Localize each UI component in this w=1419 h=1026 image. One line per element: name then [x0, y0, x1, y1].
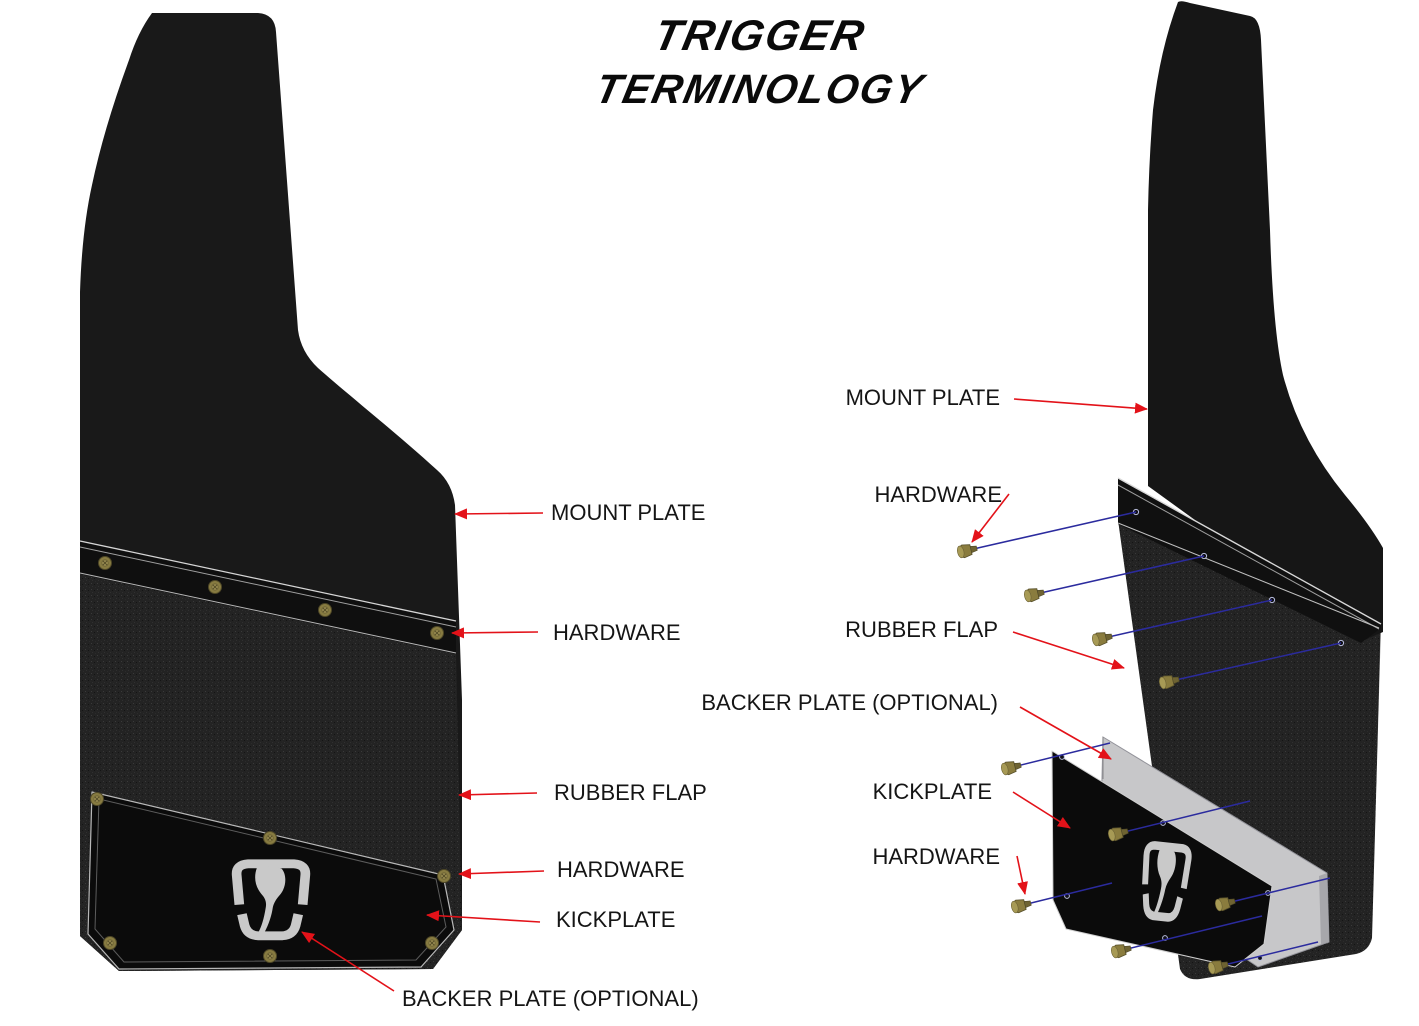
arrow-right-rubber-flap	[1012, 631, 1125, 670]
label-right-mount-plate: MOUNT PLATE	[845, 385, 1000, 410]
bolt-icon	[955, 541, 979, 560]
bolt-icon	[318, 603, 332, 617]
bolt-icon	[98, 556, 112, 570]
arrow-right-hardware-bottom	[1016, 855, 1028, 895]
label-left-kickplate: KICKPLATE	[556, 907, 676, 932]
arrow-left-kickplate	[426, 910, 541, 923]
bolt-icon	[1090, 629, 1114, 648]
bolt-icon	[263, 831, 277, 845]
left-view-assembled-mudflap	[79, 13, 462, 971]
label-left-backer-plate: BACKER PLATE (OPTIONAL)	[402, 986, 699, 1011]
label-left-mount-plate: MOUNT PLATE	[551, 500, 706, 525]
arrow-left-hardware-bottom	[458, 868, 545, 880]
arrow-left-rubber-flap	[458, 789, 538, 801]
left-clamp-strip	[80, 542, 456, 654]
bolt-icon	[1009, 896, 1033, 915]
right-mount-plate	[1148, 1, 1383, 641]
arrow-left-mount-plate	[454, 508, 544, 520]
arrow-right-mount-plate	[1013, 398, 1148, 414]
bolt-icon	[208, 580, 222, 594]
label-right-rubber-flap: RUBBER FLAP	[845, 617, 998, 642]
right-view-exploded-mudflap	[955, 1, 1383, 980]
right-clamp-strip	[1118, 478, 1381, 643]
arrow-left-backer-plate	[301, 931, 395, 992]
label-left-rubber-flap: RUBBER FLAP	[554, 780, 707, 805]
page-title-line2: TERMINOLOGY	[591, 66, 929, 112]
bolt-icon	[90, 792, 104, 806]
bolt-icon	[437, 869, 451, 883]
bolt-icon	[430, 626, 444, 640]
label-right-backer-plate: BACKER PLATE (OPTIONAL)	[701, 690, 998, 715]
arrow-right-kickplate	[1012, 791, 1071, 829]
assembly-lines	[968, 511, 1342, 967]
label-left-hardware-bottom: HARDWARE	[557, 857, 685, 882]
bolt-icon	[999, 758, 1023, 777]
arrow-right-hardware-top	[971, 493, 1010, 543]
arrow-right-backer-plate	[1019, 706, 1112, 760]
callout-arrows	[301, 398, 1148, 992]
label-right-hardware-top: HARDWARE	[874, 482, 1002, 507]
bolt-icon	[1022, 585, 1046, 604]
label-right-hardware-bottom: HARDWARE	[872, 844, 1000, 869]
label-right-kickplate: KICKPLATE	[872, 779, 992, 804]
bolt-icon	[263, 949, 277, 963]
label-left-hardware-top: HARDWARE	[553, 620, 681, 645]
page-title-line1: TRIGGER	[650, 12, 871, 60]
arrow-left-hardware-top	[451, 627, 539, 639]
bolt-icon	[425, 936, 439, 950]
bolt-icon	[103, 936, 117, 950]
bolt-icon	[1109, 941, 1133, 960]
backer-plate-edge	[1319, 873, 1329, 944]
